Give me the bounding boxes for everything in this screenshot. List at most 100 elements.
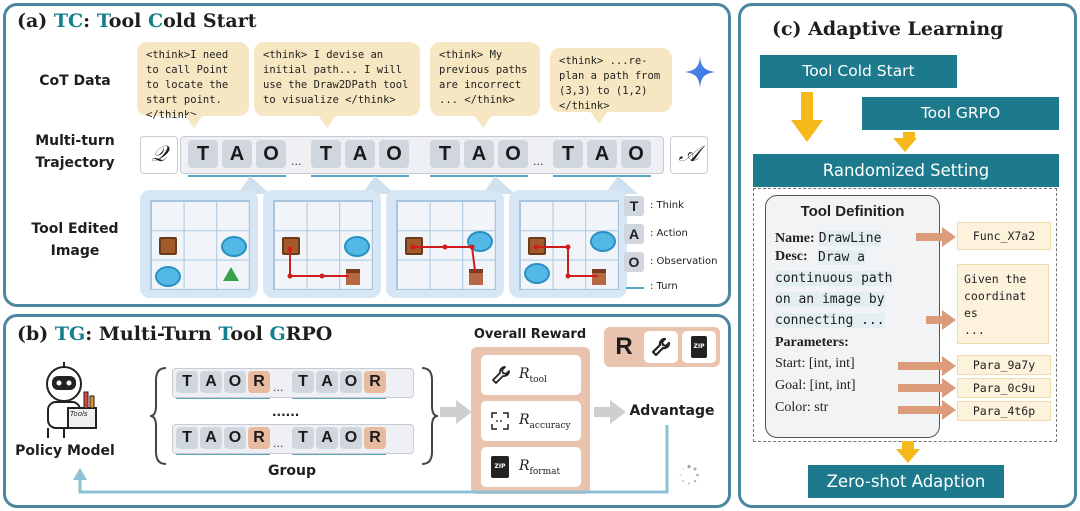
token-action: A xyxy=(316,371,338,393)
group-brace-left xyxy=(150,367,167,465)
group-brace-right xyxy=(421,367,438,465)
tool-edited-image-label: Tool Edited Image xyxy=(31,221,119,259)
cot-bubble-4: <think> ...re-plan a path from (3,3) to … xyxy=(550,48,672,112)
tool-image-4 xyxy=(509,190,627,298)
arrow-reward-to-advantage xyxy=(594,400,626,424)
cot-bubble-3-tail xyxy=(474,115,492,128)
token-reward: R xyxy=(248,427,270,449)
arrow-zero-shot-shaft xyxy=(902,441,914,451)
trajectory-label: Multi-turn Trajectory xyxy=(35,133,115,171)
tool-params-key: Parameters: xyxy=(775,335,849,350)
tool-image-1 xyxy=(140,190,258,298)
group-dots: ...... xyxy=(272,405,300,419)
loading-spinner-icon xyxy=(679,464,699,485)
arrow-param-goal-head xyxy=(942,378,956,398)
path-line xyxy=(533,244,598,279)
cot-bubble-2-tail xyxy=(318,115,336,128)
goal-icon xyxy=(469,269,483,285)
legend-think-key: T xyxy=(624,196,644,216)
zip-file-icon: ZIP xyxy=(691,336,707,358)
row-ellipsis: ... xyxy=(273,381,284,394)
turn-underline xyxy=(176,454,270,455)
cot-bubble-3: <think> My previous paths are incorrect … xyxy=(430,42,540,116)
legend-think-text: : Think xyxy=(650,200,684,211)
token-think: T xyxy=(553,140,583,168)
tool-image-3 xyxy=(386,190,504,298)
hole-icon xyxy=(221,236,247,257)
func-desc-box: Given the coordinat es ... xyxy=(957,264,1049,344)
reward-accuracy-label: Raccuracy xyxy=(519,412,571,431)
group-label: Group xyxy=(267,463,316,479)
tool-desc-line: Draw a xyxy=(818,250,865,265)
arrow-name-head xyxy=(942,227,956,247)
token-observation: O xyxy=(621,140,651,168)
grid-board xyxy=(150,200,250,290)
token-think: T xyxy=(188,140,218,168)
arrow-desc-shaft xyxy=(926,316,944,324)
tool-grpo-pill: Tool GRPO xyxy=(862,97,1059,130)
policy-model-label: Policy Model xyxy=(15,443,115,459)
grid-board xyxy=(396,200,496,290)
randomized-setting-pill: Randomized Setting xyxy=(753,154,1059,187)
player-icon xyxy=(159,237,177,255)
arrow-param-start-head xyxy=(942,356,956,376)
tool-image-2 xyxy=(263,190,381,298)
tool-desc-key: Desc: xyxy=(775,249,808,264)
token-observation: O xyxy=(340,371,362,393)
token-think: T xyxy=(176,427,198,449)
token-action: A xyxy=(464,140,494,168)
token-action: A xyxy=(200,371,222,393)
hole-icon xyxy=(344,236,370,257)
token-observation: O xyxy=(224,371,246,393)
trajectory-ellipsis: ... xyxy=(291,155,302,168)
tool-desc-line: connecting ... xyxy=(775,313,885,328)
arrow-param-color-shaft xyxy=(898,406,944,414)
tool-name-value: DrawLine xyxy=(818,231,882,246)
hole-icon xyxy=(155,266,181,287)
func-name-box: Func_X7a2 xyxy=(957,222,1051,250)
token-think: T xyxy=(292,371,314,393)
arrow-param-color-head xyxy=(942,400,956,420)
wrench-chip xyxy=(644,331,678,363)
wrench-icon xyxy=(492,366,510,384)
token-observation: O xyxy=(256,140,286,168)
reward-format-item: ZIP Rformat xyxy=(481,447,581,487)
token-think: T xyxy=(292,427,314,449)
token-action: A xyxy=(200,427,222,449)
arrow-zero-shot-head xyxy=(896,449,920,463)
cot-bubble-4-tail xyxy=(590,111,608,124)
reward-legend-chip: R ZIP xyxy=(604,327,720,367)
zip-file-icon: ZIP xyxy=(491,456,509,478)
tool-name-key: Name: xyxy=(775,231,815,246)
para-color-box: Para_4t6p xyxy=(957,401,1051,421)
tool-param-color: Color: str xyxy=(775,400,829,415)
token-action: A xyxy=(316,427,338,449)
cot-data-label: CoT Data xyxy=(39,73,111,89)
arrow-cold-start-shaft xyxy=(801,92,813,122)
token-think: T xyxy=(176,371,198,393)
path-line xyxy=(287,246,349,279)
para-goal-box: Para_0c9u xyxy=(957,378,1051,398)
row-ellipsis: ... xyxy=(273,437,284,450)
path-line xyxy=(410,244,476,272)
turn-underline xyxy=(430,175,528,177)
arrow-param-start-shaft xyxy=(898,362,944,370)
legend-turn-text: : Turn xyxy=(650,281,678,292)
tool-desc-line: continuous path xyxy=(775,271,893,286)
zero-shot-adaption-pill: Zero-shot Adaption xyxy=(808,465,1004,498)
tool-desc-line: on an image by xyxy=(775,292,885,307)
func-desc-line: ... xyxy=(964,323,985,337)
legend-action-key: A xyxy=(624,224,644,244)
token-think: T xyxy=(311,140,341,168)
panel-c-title: (c) Adaptive Learning xyxy=(772,18,1004,40)
token-action: A xyxy=(222,140,252,168)
turn-underline xyxy=(292,454,386,455)
cot-bubble-2: <think> I devise an initial path... I wi… xyxy=(254,42,420,116)
feedback-arrow xyxy=(73,425,669,494)
observation-connectors xyxy=(238,176,638,194)
goal-icon xyxy=(223,267,239,281)
legend-turn-line xyxy=(626,287,644,289)
func-desc-line: es xyxy=(964,306,978,320)
reward-r-badge: R xyxy=(615,333,633,360)
arrow-cold-start-head xyxy=(791,120,823,142)
